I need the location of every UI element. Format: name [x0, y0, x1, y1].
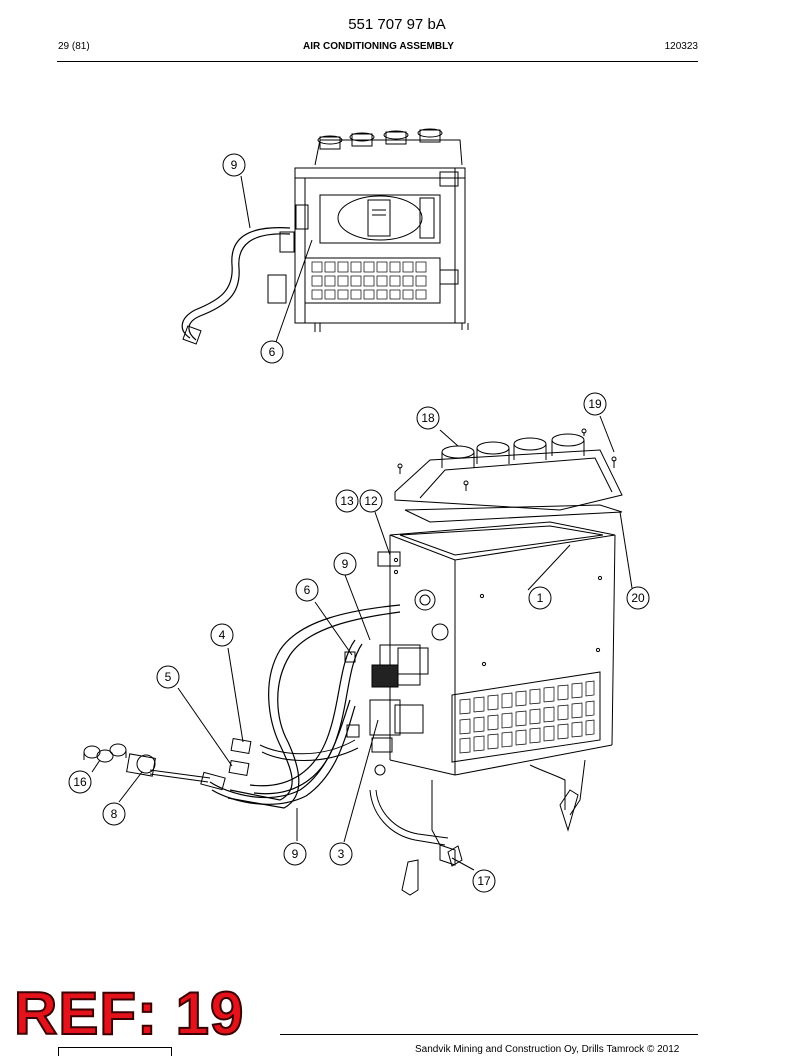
callout-label-bottom-9: 5	[165, 670, 172, 684]
callout-label-bottom-0: 19	[588, 397, 602, 411]
callout-label-bottom-4: 9	[342, 557, 349, 571]
callout-label-top-0: 9	[231, 158, 238, 172]
callout-top-0	[222, 153, 246, 177]
callout-label-bottom-5: 6	[304, 583, 311, 597]
top-view-unit	[181, 128, 469, 345]
footer-rule	[280, 1034, 698, 1035]
callout-labels: 9 6 19 18 13 12 9 6 1 20 4 5 16 8 9 3 17	[73, 158, 645, 888]
callout-label-bottom-1: 18	[421, 411, 435, 425]
page-title: AIR CONDITIONING ASSEMBLY	[303, 41, 454, 52]
callout-top-1	[260, 340, 284, 364]
callout-label-bottom-13: 3	[338, 847, 345, 861]
callout-label-bottom-3: 12	[364, 494, 378, 508]
callout-label-bottom-2: 13	[340, 494, 354, 508]
document-code: 120323	[664, 41, 698, 52]
document-number: 551 707 97 bA	[348, 16, 446, 33]
callout-label-bottom-10: 16	[73, 775, 87, 789]
callouts-top	[222, 153, 284, 364]
header-rule	[57, 61, 698, 62]
callout-label-top-1: 6	[269, 345, 276, 359]
callout-label-bottom-14: 17	[477, 874, 491, 888]
callout-label-bottom-6: 1	[537, 591, 544, 605]
callout-label-bottom-11: 8	[111, 807, 118, 821]
callout-label-bottom-12: 9	[292, 847, 299, 861]
page-number: 29 (81)	[58, 41, 90, 52]
callout-label-bottom-7: 20	[631, 591, 645, 605]
callout-label-bottom-8: 4	[219, 628, 226, 642]
reference-stamp: REF: 19	[13, 980, 245, 1047]
company-logo	[58, 1047, 172, 1056]
callouts-bottom	[68, 392, 650, 893]
footer-copyright: Sandvik Mining and Construction Oy, Dril…	[415, 1044, 680, 1055]
bottom-view-unit	[83, 428, 623, 896]
